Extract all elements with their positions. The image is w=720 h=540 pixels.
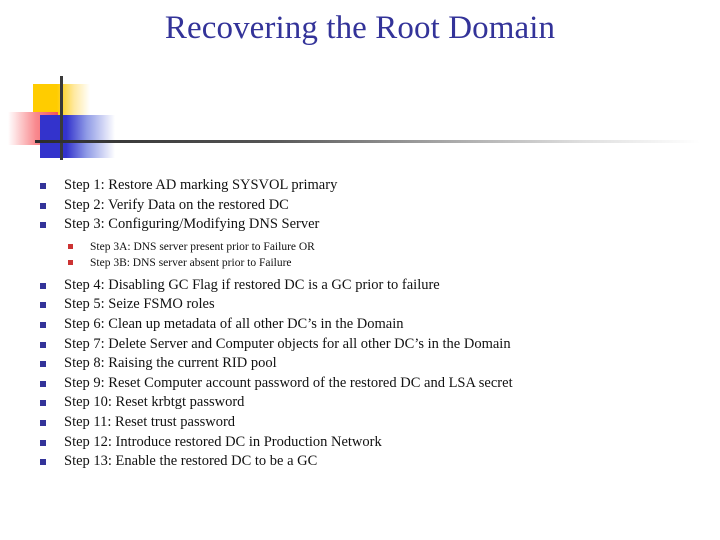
bullet-square-icon: [40, 183, 46, 189]
bullet-square-icon: [40, 341, 46, 348]
list-item: Step 12: Introduce restored DC in Produc…: [0, 433, 720, 453]
list-item-label: Step 11: Reset trust password: [64, 413, 236, 430]
bullet-square-icon: [40, 400, 46, 407]
sub-bullet-square-icon: [68, 243, 73, 249]
bullet-list: Step 1: Restore AD marking SYSVOL primar…: [0, 176, 720, 472]
bullet-square-icon: [40, 222, 46, 229]
list-item-label: Step 9: Reset Computer account password …: [64, 374, 513, 391]
list-item: Step 3: Configuring/Modifying DNS Server: [0, 215, 720, 235]
sub-list-item: Step 3B: DNS server absent prior to Fail…: [0, 255, 720, 271]
list-item: Step 9: Reset Computer account password …: [0, 374, 720, 394]
sub-bullet-square-icon: [68, 259, 73, 265]
list-item-label: Step 7: Delete Server and Computer objec…: [64, 335, 511, 352]
list-item: Step 6: Clean up metadata of all other D…: [0, 315, 720, 335]
decorative-graphic: [0, 60, 710, 165]
sub-list-item-label: Step 3B: DNS server absent prior to Fail…: [90, 256, 292, 269]
list-item: Step 10: Reset krbtgt password: [0, 393, 720, 413]
list-item-label: Step 13: Enable the restored DC to be a …: [64, 453, 318, 470]
bullet-square-icon: [40, 419, 46, 426]
bullet-square-icon: [40, 380, 46, 387]
sub-list: Step 3A: DNS server present prior to Fai…: [0, 239, 720, 271]
list-item: Step 7: Delete Server and Computer objec…: [0, 335, 720, 355]
horizontal-rule-decoration: [35, 140, 700, 143]
list-item-label: Step 5: Seize FSMO roles: [64, 296, 215, 313]
list-item: Step 8: Raising the current RID pool: [0, 354, 720, 374]
list-item-label: Step 3: Configuring/Modifying DNS Server: [64, 216, 320, 233]
bullet-square-icon: [40, 282, 46, 289]
bullet-square-icon: [40, 361, 46, 368]
list-item-label: Step 1: Restore AD marking SYSVOL primar…: [64, 177, 338, 193]
list-item-label: Step 2: Verify Data on the restored DC: [64, 196, 289, 213]
blue-square-decoration: [40, 115, 115, 158]
sub-list-item-label: Step 3A: DNS server present prior to Fai…: [90, 240, 315, 253]
list-item: Step 11: Reset trust password: [0, 413, 720, 433]
list-item-label: Step 10: Reset krbtgt password: [64, 394, 245, 411]
sub-list-item: Step 3A: DNS server present prior to Fai…: [0, 239, 720, 255]
list-item-label: Step 8: Raising the current RID pool: [64, 355, 277, 372]
list-item: Step 1: Restore AD marking SYSVOL primar…: [0, 176, 720, 196]
list-item: Step 13: Enable the restored DC to be a …: [0, 452, 720, 472]
list-item: Step 2: Verify Data on the restored DC: [0, 196, 720, 216]
bullet-square-icon: [40, 202, 46, 209]
bullet-square-icon: [40, 439, 46, 446]
list-item-label: Step 12: Introduce restored DC in Produc…: [64, 433, 382, 450]
list-item-label: Step 4: Disabling GC Flag if restored DC…: [64, 276, 440, 293]
bullet-square-icon: [40, 459, 46, 466]
list-item: Step 5: Seize FSMO roles: [0, 295, 720, 315]
page-title: Recovering the Root Domain: [164, 10, 556, 46]
list-item-label: Step 6: Clean up metadata of all other D…: [64, 315, 404, 332]
bullet-square-icon: [40, 321, 46, 328]
vertical-rule-decoration: [60, 76, 63, 160]
list-item: Step 4: Disabling GC Flag if restored DC…: [0, 276, 720, 296]
bullet-square-icon: [40, 302, 46, 309]
